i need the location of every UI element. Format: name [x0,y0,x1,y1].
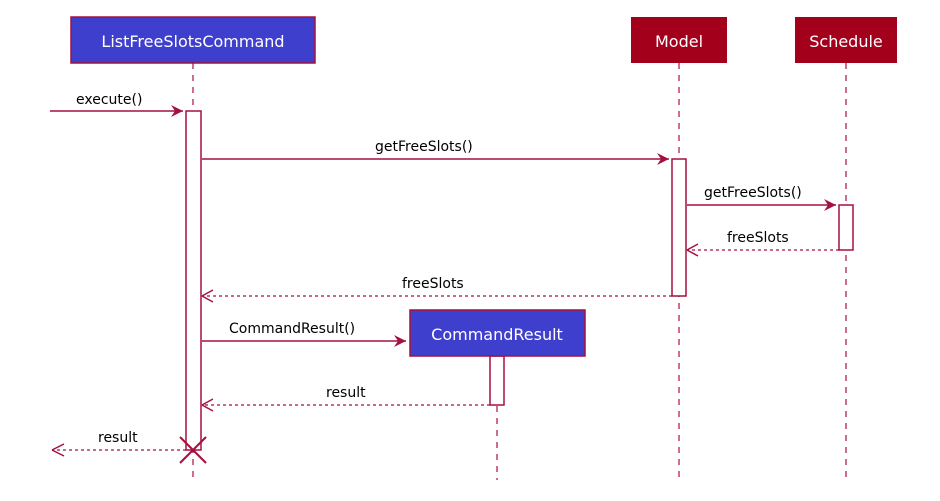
message-execute: execute() [50,92,183,117]
message-label: freeSlots [727,230,789,246]
participant-model: Model [631,17,727,63]
participant-list-free-slots-command: ListFreeSlotsCommand [70,16,316,64]
message-label: result [98,430,138,446]
participant-label: Model [655,32,703,51]
participant-schedule: Schedule [795,17,897,63]
activation-bar-command-result [489,355,505,406]
message-label: freeSlots [402,276,464,292]
return-result-to-caller: result [51,430,186,457]
message-label: execute() [76,92,142,108]
message-label: getFreeSlots() [375,139,473,155]
message-label: result [326,385,366,401]
return-result-from-command-result: result [201,385,490,412]
participant-label: Schedule [809,32,883,51]
message-label: CommandResult() [229,321,355,337]
return-free-slots-from-schedule: freeSlots [686,230,839,257]
participant-label: CommandResult [431,325,563,344]
participant-command-result: CommandResult [409,309,586,357]
message-get-free-slots-to-model: getFreeSlots() [202,139,669,165]
activation-bar-schedule [838,204,854,251]
activation-bar-list-free-slots-command [185,110,202,451]
activation-bar-model [671,158,687,297]
participant-label: ListFreeSlotsCommand [101,32,284,51]
destroy-marker-icon [179,436,207,464]
message-get-free-slots-to-schedule: getFreeSlots() [687,185,836,211]
message-label: getFreeSlots() [704,185,802,201]
return-free-slots-from-model: freeSlots [201,276,672,303]
message-command-result-create: CommandResult() [202,321,406,347]
